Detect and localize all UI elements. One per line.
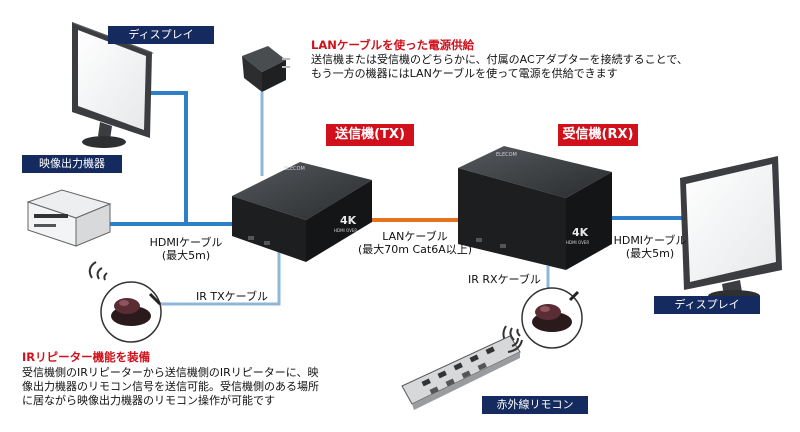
ir-note-line3: に居ながら映像出力機器のリモコン操作が可能です <box>22 394 275 407</box>
hdmi-left-label: HDMIケーブル (最大5m) <box>140 236 232 262</box>
remote-control-icon <box>401 335 523 410</box>
ir-repeater-tx-icon <box>88 261 162 343</box>
hdmi-right-label: HDMIケーブル (最大5m) <box>600 234 700 260</box>
tx-4k-badge: 4K <box>340 214 357 227</box>
tx-badge-sub: HDMI OVER <box>334 228 358 233</box>
rx-4k-badge: 4K <box>572 226 589 239</box>
power-note-line2: もう一方の機器にはLANケーブルを使って電源を供給できます <box>311 67 618 80</box>
ir-tx-cable <box>160 250 281 306</box>
rx-badge-sub: HDMI OVER <box>566 240 590 245</box>
ir-rx-label: IR RXケーブル <box>468 273 541 286</box>
display-monitor-left <box>72 22 154 148</box>
lan-line2: (最大70m Cat6A以上) <box>357 243 473 256</box>
video-device-label: 映像出力機器 <box>22 155 122 173</box>
lan-label: LANケーブル (最大70m Cat6A以上) <box>346 230 484 256</box>
ir-note-title: IRリピーター機能を装備 <box>22 350 151 364</box>
lan-line1: LANケーブル <box>382 230 448 243</box>
hdmi-right-line1: HDMIケーブル <box>613 234 687 247</box>
tx-brand-text: ELECOM <box>284 166 305 172</box>
display-top-label: ディスプレイ <box>108 26 214 44</box>
hdmi-left-line2: (最大5m) <box>161 249 211 262</box>
hdmi-cable-display-left <box>150 91 232 226</box>
remote-label: 赤外線リモコン <box>482 396 588 414</box>
transmitter-device <box>232 162 372 262</box>
power-note-title: LANケーブルを使った電源供給 <box>311 38 475 52</box>
hdmi-right-line2: (最大5m) <box>625 247 675 260</box>
receiver-device <box>458 146 612 270</box>
power-note-line1: 送信機または受信機のどちらかに、付属のACアダプターを接続することで、 <box>311 53 688 66</box>
ac-adapter-icon <box>242 46 290 92</box>
hdmi-left-line1: HDMIケーブル <box>149 236 223 249</box>
display-bottom-label: ディスプレイ <box>654 296 760 314</box>
display-monitor-right <box>680 156 782 302</box>
transmitter-label: 送信機(TX) <box>326 124 414 146</box>
receiver-label: 受信機(RX) <box>558 124 638 146</box>
ir-repeater-rx-icon <box>502 287 583 349</box>
ir-note-line1: 受信機側のIRリピーターから送信機側のIRリピーターに、映 <box>22 366 319 379</box>
ir-tx-label: IR TXケーブル <box>196 290 268 303</box>
video-output-device-icon <box>26 189 112 247</box>
ir-note-line2: 像出力機器のリモコン信号を送信可能。受信機側のある場所 <box>22 380 319 393</box>
rx-brand-text: ELECOM <box>496 152 517 158</box>
